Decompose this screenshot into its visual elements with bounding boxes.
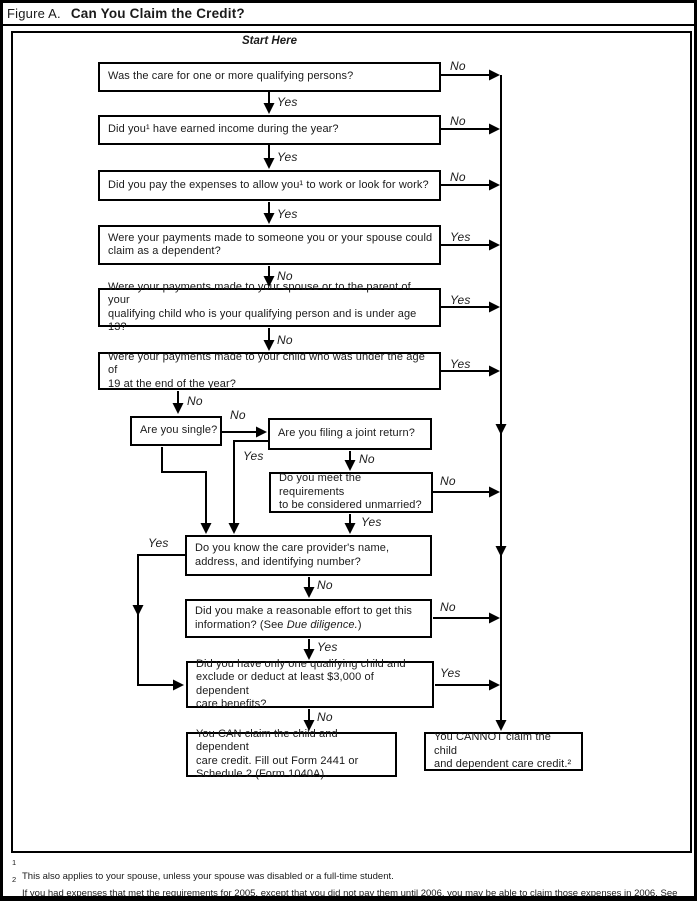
question-box-pay-expenses: Did you pay the expenses to allow you¹ t… bbox=[98, 170, 441, 201]
branch-label-yes: Yes bbox=[450, 230, 471, 244]
branch-label-no: No bbox=[277, 333, 293, 347]
branch-label-no: No bbox=[450, 114, 466, 128]
figure-label: Figure A. bbox=[7, 6, 61, 21]
branch-label-yes: Yes bbox=[440, 666, 461, 680]
branch-label-no: No bbox=[317, 710, 333, 724]
branch-label-no: No bbox=[450, 170, 466, 184]
question-box-care-provider-info: Do you know the care provider's name, ad… bbox=[185, 535, 432, 576]
footnote-marker-1: 1 bbox=[12, 858, 17, 867]
question-box-qualifying-persons: Was the care for one or more qualifying … bbox=[98, 62, 441, 92]
question-box-child-under-19: Were your payments made to your child wh… bbox=[98, 351, 441, 390]
branch-label-yes: Yes bbox=[361, 515, 382, 529]
start-here-label: Start Here bbox=[242, 35, 297, 47]
branch-label-no: No bbox=[317, 578, 333, 592]
question-box-earned-income: Did you¹ have earned income during the y… bbox=[98, 115, 441, 145]
branch-label-yes: Yes bbox=[450, 357, 471, 371]
branch-label-no: No bbox=[187, 394, 203, 408]
figure-title-bar: Figure A. Can You Claim the Credit? bbox=[3, 3, 694, 26]
branch-label-yes: Yes bbox=[148, 536, 169, 550]
branch-label-no: No bbox=[450, 59, 466, 73]
branch-label-no: No bbox=[440, 600, 456, 614]
question-box-qualifying-child-benefits: Did you have only one qualifying child a… bbox=[186, 658, 434, 710]
branch-label-no: No bbox=[230, 408, 246, 422]
page-title: Can You Claim the Credit? bbox=[70, 6, 245, 21]
branch-label-yes: Yes bbox=[243, 449, 264, 463]
branch-label-no: No bbox=[440, 474, 456, 488]
branch-label-yes: Yes bbox=[277, 150, 298, 164]
question-box-due-diligence: Did you make a reasonable effort to get … bbox=[185, 599, 432, 638]
question-box-joint-return: Are you filing a joint return? bbox=[268, 418, 432, 450]
question-box-spouse-parent: Were your payments made to your spouse o… bbox=[98, 281, 441, 333]
result-box-cannot-claim: You CANNOT claim the child and dependent… bbox=[424, 731, 583, 771]
question-box-claim-dependent: Were your payments made to someone you o… bbox=[98, 225, 441, 265]
branch-label-no: No bbox=[359, 452, 375, 466]
branch-label-yes: Yes bbox=[317, 640, 338, 654]
branch-label-no: No bbox=[277, 269, 293, 283]
branch-label-yes: Yes bbox=[277, 95, 298, 109]
footnote-marker-2: 2 bbox=[12, 875, 17, 884]
question-box-considered-unmarried: Do you meet the requirements to be consi… bbox=[269, 472, 433, 513]
branch-label-yes: Yes bbox=[450, 293, 471, 307]
question-box-are-you-single: Are you single? bbox=[130, 416, 222, 446]
result-box-can-claim: You CAN claim the child and dependent ca… bbox=[186, 728, 397, 780]
branch-label-yes: Yes bbox=[277, 207, 298, 221]
